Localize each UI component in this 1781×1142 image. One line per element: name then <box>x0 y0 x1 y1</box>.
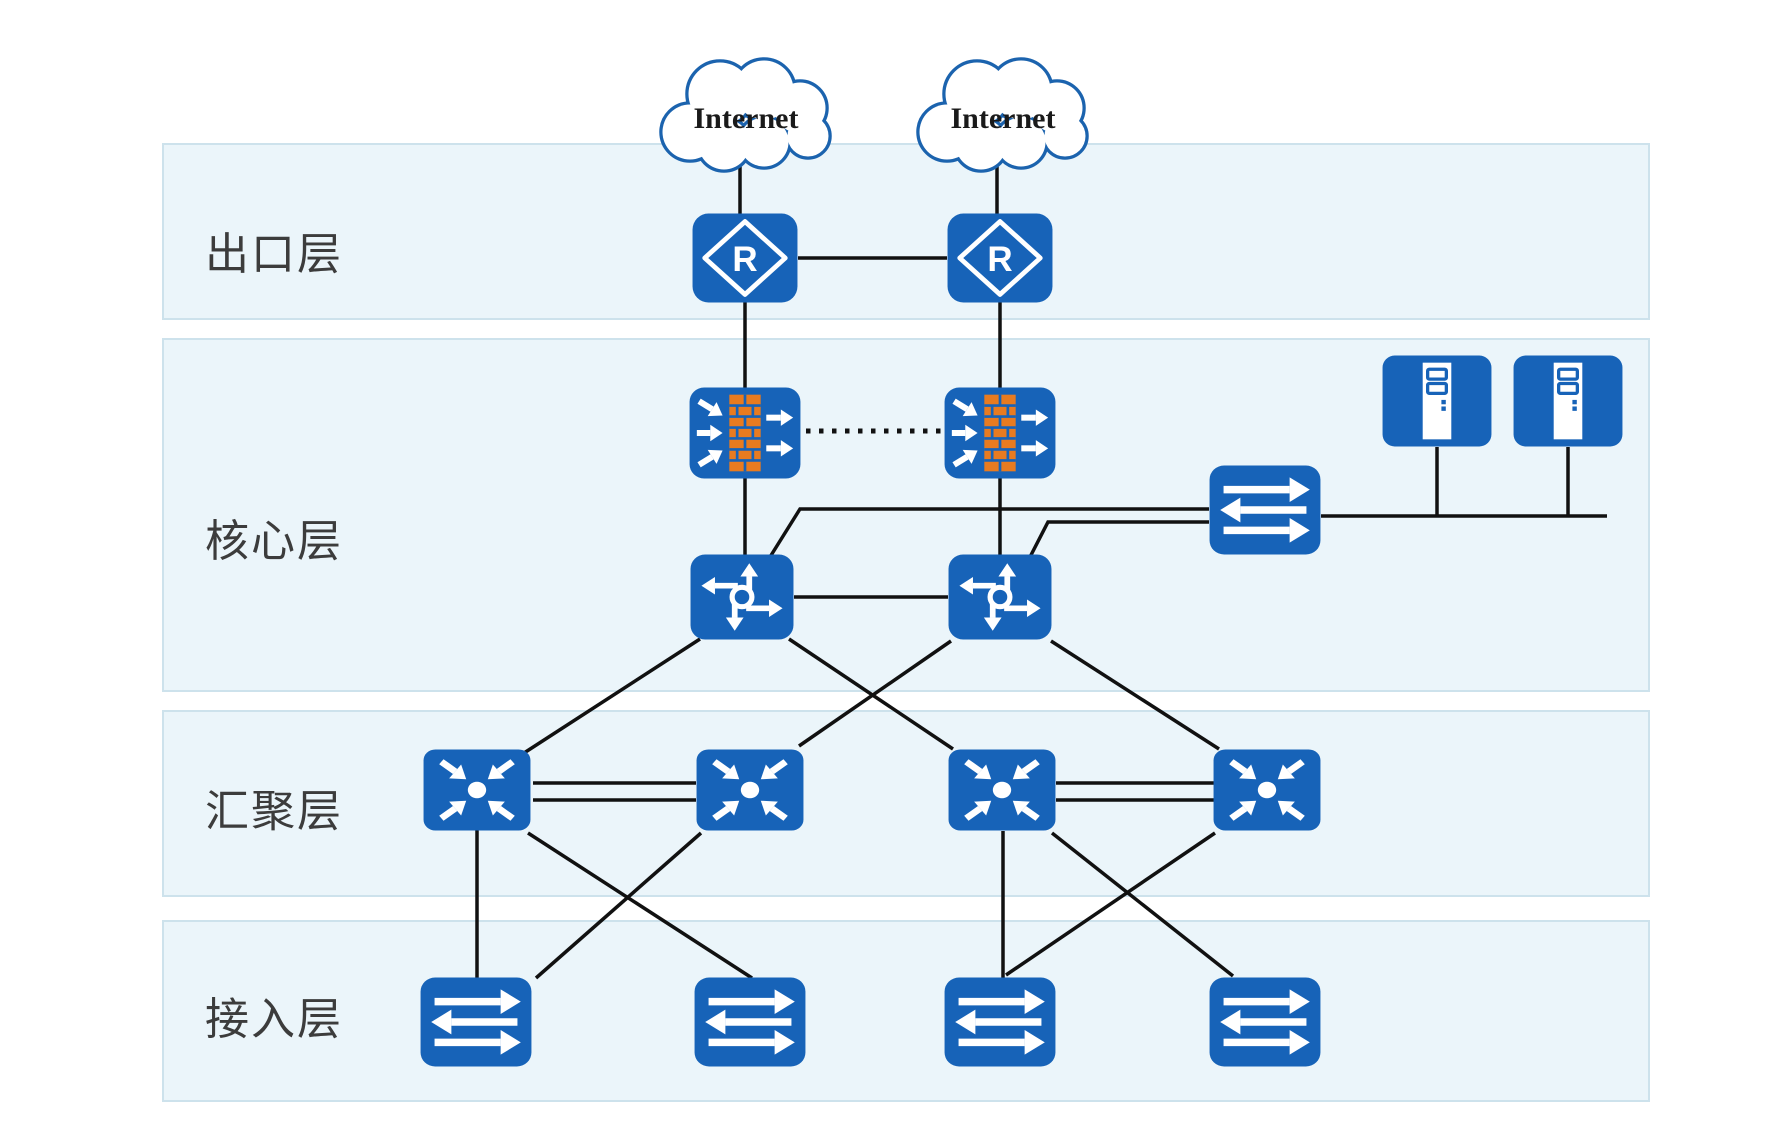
aggregation-switch-icon <box>423 749 531 831</box>
lan-switch-icon <box>944 977 1056 1067</box>
internet-label: Internet <box>694 102 799 135</box>
router-icon: R <box>947 213 1053 303</box>
layer-label-aggregation: 汇聚层 <box>205 787 343 836</box>
layer-label-egress: 出口层 <box>205 230 343 279</box>
lan-switch-icon <box>420 977 532 1067</box>
layer-label-core: 核心层 <box>205 517 343 566</box>
link-core-switch-1-agg-switch-1 <box>523 637 701 755</box>
lan-switch-icon <box>1209 977 1321 1067</box>
firewall-icon <box>944 387 1056 479</box>
layer-label-access: 接入层 <box>205 995 343 1044</box>
link-core-switch-2-agg-switch-2 <box>798 639 952 748</box>
router-icon: R <box>692 213 798 303</box>
core-switch-icon <box>948 554 1052 640</box>
server-icon <box>1382 355 1492 447</box>
layer-band-egress <box>162 143 1650 320</box>
lan-switch-icon <box>1209 465 1321 555</box>
aggregation-switch-icon <box>948 749 1056 831</box>
link-agg-switch-3-access-switch-4 <box>1050 831 1235 978</box>
link-core-switch-2-server-switch <box>1028 520 1209 558</box>
firewall-icon <box>689 387 801 479</box>
svg-text:R: R <box>732 240 757 279</box>
aggregation-switch-icon <box>1213 749 1321 831</box>
internet-cloud: Internet <box>916 57 1089 173</box>
layer-band-aggregation <box>162 710 1650 897</box>
core-switch-icon <box>690 554 794 640</box>
link-agg-switch-2-access-switch-1 <box>534 831 703 980</box>
lan-switch-icon <box>694 977 806 1067</box>
layer-band-access <box>162 920 1650 1102</box>
aggregation-switch-icon <box>696 749 804 831</box>
link-agg-switch-1-access-switch-2 <box>527 831 753 980</box>
internet-cloud: Internet <box>659 57 832 173</box>
server-icon <box>1513 355 1623 447</box>
svg-text:R: R <box>987 240 1012 279</box>
link-core-switch-1-server-switch <box>768 507 1209 558</box>
link-core-switch-2-agg-switch-4 <box>1050 639 1220 751</box>
internet-label: Internet <box>951 102 1056 135</box>
link-core-switch-1-agg-switch-3 <box>788 637 954 751</box>
link-agg-switch-4-access-switch-3 <box>1005 831 1216 977</box>
